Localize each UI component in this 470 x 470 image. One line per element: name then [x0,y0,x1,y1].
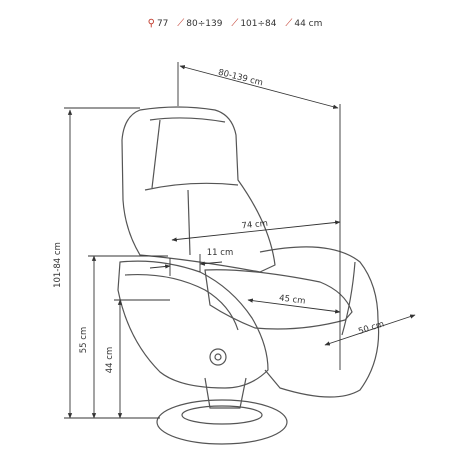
spec-height: ⟋101÷84 [231,18,277,29]
spec-depth: ⟋80÷139 [177,18,223,29]
left-arm-seam [124,274,239,331]
inner-width-arrow [171,220,341,242]
seat-width-label: 50 cm [357,319,385,337]
chair-base [156,399,288,445]
dimension-lines [64,62,416,419]
chair-pedestal [204,377,247,409]
spec-seat-height: ⟋44 cm [285,18,323,29]
seat-depth-label: 45 cm [278,293,306,306]
headrest-side-seam [151,119,161,189]
inner-width-label: 74 cm [241,219,268,232]
headrest-top-seam [149,117,226,123]
armrest-width-arrow-left [149,264,171,269]
right-armrest [259,246,380,398]
chair-base-top [181,405,263,425]
armrest-height-label: 55 cm [79,327,89,353]
armrest-width-arrow-right [199,261,223,266]
chair-illustration [117,106,380,445]
depth-range-label: 80-139 cm [217,68,264,89]
spec-header: ⚲77 ⟋80÷139 ⟋101÷84 ⟋44 cm [0,18,470,29]
recline-lever-hub [214,353,222,361]
seat-depth-arrow [247,298,341,314]
seat-width-icon: ⚲ [147,18,155,29]
depth-range-arrow [179,65,339,109]
seat-width-arrow [324,314,416,346]
spec-seat-width: ⚲77 [147,18,169,29]
seat-height-label: 44 cm [105,347,115,373]
reclined-depth-icon: ⟋ [177,18,185,29]
total-height-label: 101-84 cm [53,242,63,288]
back-center-seam [187,189,191,256]
recline-lever [209,348,227,366]
seat-height-icon: ⟋ [285,18,293,29]
height-icon: ⟋ [231,18,239,29]
armrest-width-label: 11 cm [207,248,233,258]
headrest-seam [144,182,239,191]
